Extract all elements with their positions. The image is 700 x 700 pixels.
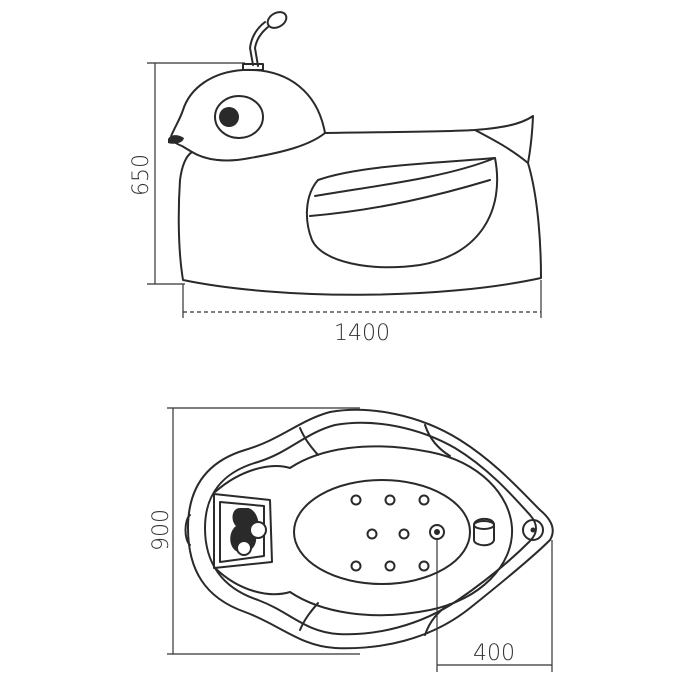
length-dimension: 1400 — [182, 280, 542, 346]
side-view: 650 — [129, 11, 542, 346]
drain-icon — [429, 524, 445, 540]
duck-wing — [305, 157, 499, 269]
tub-seat-oval — [293, 479, 471, 585]
height-dimension: 650 — [129, 62, 245, 285]
duck-tail-line — [474, 129, 529, 164]
tail-emblem-icon — [522, 519, 544, 541]
duck-beak-icon — [168, 135, 184, 144]
duck-eye-icon — [214, 95, 264, 139]
feather-notch-top — [299, 424, 451, 457]
control-panel-icon — [213, 493, 273, 569]
top-view: 900 — [149, 407, 554, 672]
tub-rim-contour — [204, 421, 537, 636]
length-label: 1400 — [334, 321, 390, 346]
tub-outer-contour — [187, 408, 554, 650]
width-dimension: 900 — [149, 407, 360, 655]
tub-basin — [214, 445, 514, 617]
drain-offset-dimension: 400 — [436, 540, 553, 672]
jet-nozzle-icon — [350, 494, 430, 572]
height-label: 650 — [129, 154, 154, 196]
overflow-icon — [473, 517, 495, 547]
drain-offset-label: 400 — [473, 641, 515, 666]
width-label: 900 — [149, 509, 174, 551]
left-edge-detail — [184, 514, 191, 546]
shower-head-icon — [242, 11, 288, 71]
duck-neck-line — [191, 132, 326, 162]
